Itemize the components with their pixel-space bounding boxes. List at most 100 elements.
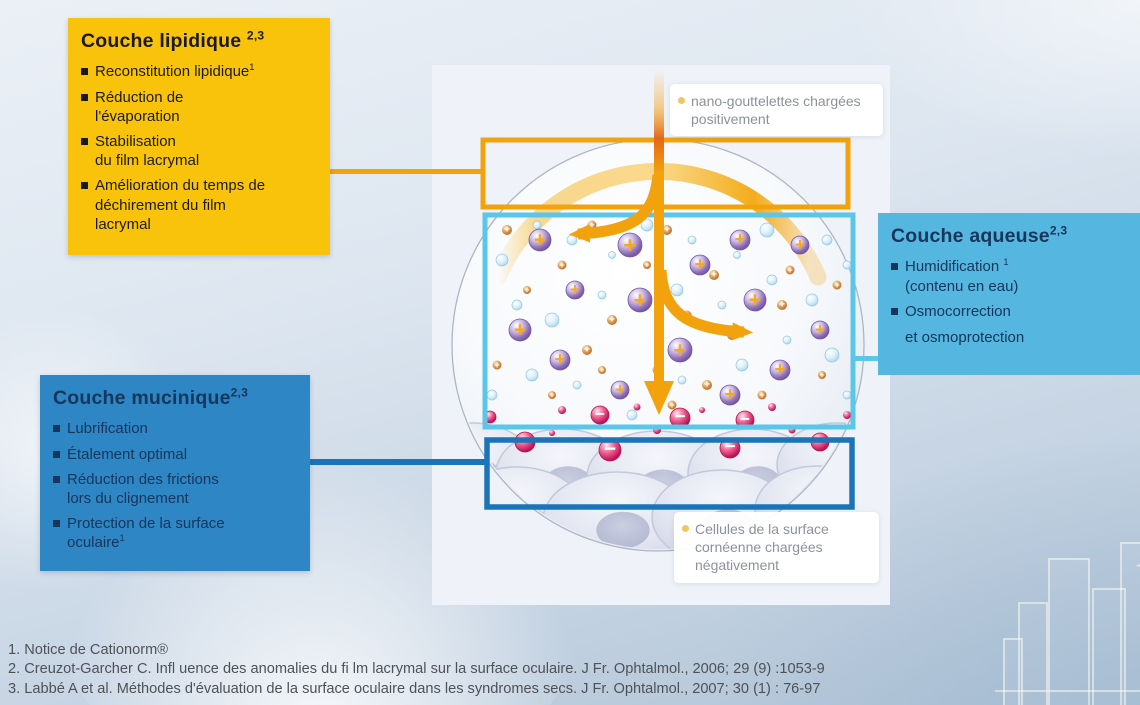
plus-icon: + [504,225,510,236]
positive-nano-droplet-icon [565,280,585,300]
small-positive-droplet-icon [582,345,592,355]
water-bubble-icon [677,375,687,385]
plus-icon: + [570,281,580,300]
yellow-dot-icon [682,525,689,532]
water-bubble-icon [670,283,684,297]
positive-nano-droplet-icon [729,229,751,251]
plus-icon: + [774,360,785,381]
plus-icon: + [787,265,792,275]
plus-icon: + [559,260,564,270]
positive-nano-droplet-icon [617,232,643,258]
plus-icon: + [609,315,615,326]
small-positive-droplet-icon [777,300,787,310]
nano-droplets-label: nano-gouttelettes chargées positivement [670,84,883,137]
small-positive-droplet-icon [662,225,672,235]
water-bubble-icon [608,251,616,259]
corneal-cells-label: Cellules de la surface cornéenne chargée… [674,512,879,583]
minus-icon: − [740,410,750,429]
plus-icon: + [724,385,735,406]
water-bubble-icon [824,347,840,363]
plus-icon: + [673,337,686,363]
plus-icon: + [623,232,636,258]
water-bubble-icon [733,251,741,259]
plus-icon: + [704,380,710,391]
vertical-arrow-shaft [654,69,664,383]
small-negative-charge-icon [699,407,705,413]
reference-line: 2. Creuzot-Garcher C. Infl uence des ano… [8,661,825,678]
small-positive-droplet-icon [818,371,826,379]
bullet-item: Reconstitution lipidique1 [81,62,317,81]
plus-icon: + [554,350,565,371]
bullet-square-icon [53,475,60,483]
positive-nano-droplet-icon [689,254,711,276]
water-bubble-icon [759,222,775,238]
bullet-text: Lubrification [67,420,148,438]
positive-nano-droplet-icon [549,349,571,371]
water-bubble-icon [842,260,852,270]
small-positive-droplet-icon [702,380,712,390]
reference-line: 3. Labbé A et al. Méthodes d'évaluation … [8,680,821,697]
water-bubble-icon [717,300,727,310]
small-positive-droplet-icon [832,280,842,290]
skyline-building [1120,542,1140,705]
bullet-item: Lubrification [53,419,297,438]
aqueous-droplets: +++++++++++++++++++++++++++++++++++++ [486,218,852,421]
small-positive-droplet-icon [557,260,567,270]
minus-icon: − [724,437,735,458]
right-diffusion-arrow [655,269,754,341]
small-positive-droplet-icon [709,270,719,280]
plus-icon: + [584,345,590,356]
water-bubble-icon [566,234,578,246]
plus-icon: + [550,391,555,400]
aqueous-layer-bullets: Humidification 1(contenu en eau)Osmocorr… [891,257,1127,347]
skyline-building [1092,588,1126,705]
water-bubble-icon [735,358,749,372]
small-positive-droplet-icon [667,400,677,410]
small-negative-charge-icon [768,403,776,411]
plus-icon: + [664,225,670,236]
lipid-connector-line [330,169,484,174]
positive-nano-droplet-icon [610,380,630,400]
small-positive-droplet-icon [643,261,651,269]
cell-nucleus [596,511,650,549]
aqueous-layer-outline [482,212,856,430]
bullet-text: Étalement optimal [67,445,188,463]
skyline-arch [999,522,1140,705]
positive-nano-droplet-icon [790,235,810,255]
mucin-connector-line [310,459,488,465]
positive-nano-droplet-icon [769,359,791,381]
corneal-cell [454,464,486,546]
water-bubble-icon [532,220,542,230]
small-positive-droplet-icon [785,265,795,275]
bullet-square-icon [53,425,60,433]
small-positive-droplet-icon [607,315,617,325]
plus-icon: + [494,360,499,370]
plus-icon: + [815,321,825,340]
aqueous-layer-box: Couche aqueuse2,3 Humidification 1(conte… [878,213,1140,375]
bullet-square-icon [891,263,898,271]
water-bubble-icon [511,299,523,311]
small-positive-droplet-icon [548,391,556,399]
water-bubble-icon [544,312,560,328]
water-bubble-icon [805,293,819,307]
small-negative-charge-icon [549,430,555,436]
water-bubble-icon [687,235,697,245]
water-bubble-icon [782,335,792,345]
small-positive-droplet-icon [523,286,531,294]
cell-nucleus [498,505,548,541]
bullet-square-icon [53,520,60,528]
plus-icon: + [534,229,546,252]
small-positive-droplet-icon [492,360,502,370]
minus-icon: − [595,405,605,424]
